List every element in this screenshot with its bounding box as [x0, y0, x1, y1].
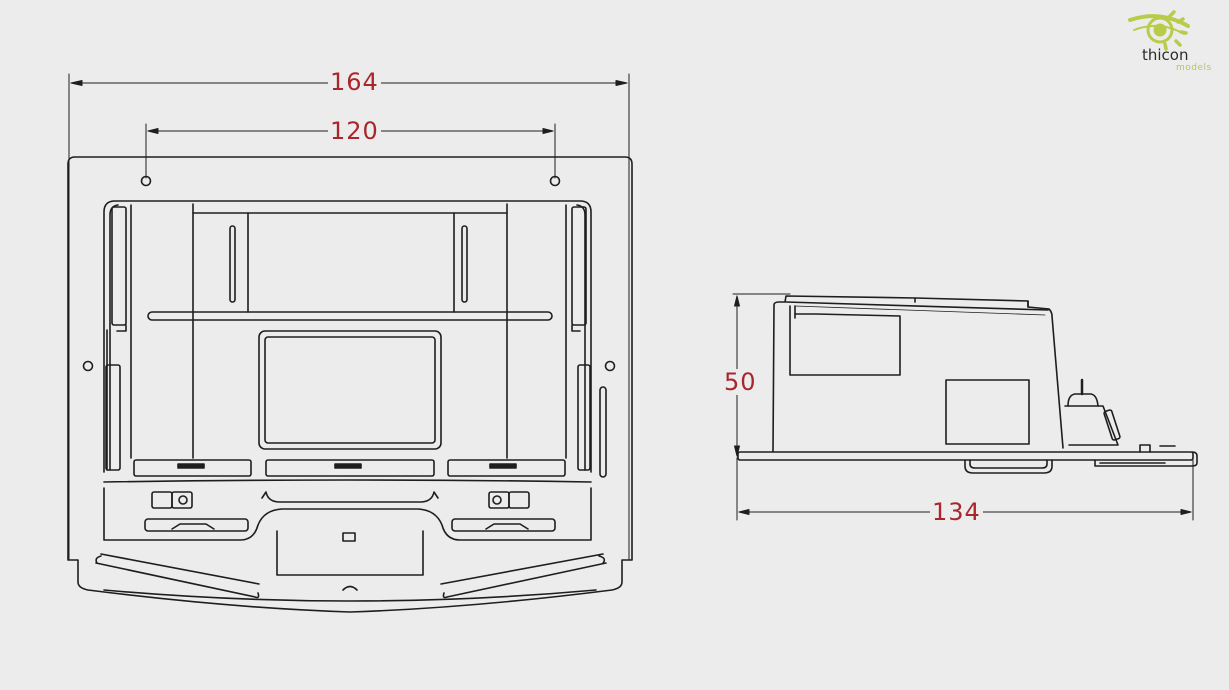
logo-sub-text: models	[1176, 63, 1212, 73]
brand-logo: thicon models	[1122, 8, 1222, 76]
front-view	[67, 73, 633, 613]
dimension-label-height: 50	[722, 368, 759, 396]
dimension-label-width: 164	[328, 68, 381, 96]
side-view	[732, 293, 1198, 521]
mounting-plate	[67, 156, 633, 613]
lower-slots	[133, 459, 566, 477]
dimension-label-length: 134	[930, 498, 983, 526]
dimension-label-hole-spacing: 120	[328, 117, 381, 145]
gear-icon	[1128, 10, 1190, 51]
logo-brand-text: thicon	[1142, 46, 1189, 64]
dimension-164	[68, 73, 630, 561]
